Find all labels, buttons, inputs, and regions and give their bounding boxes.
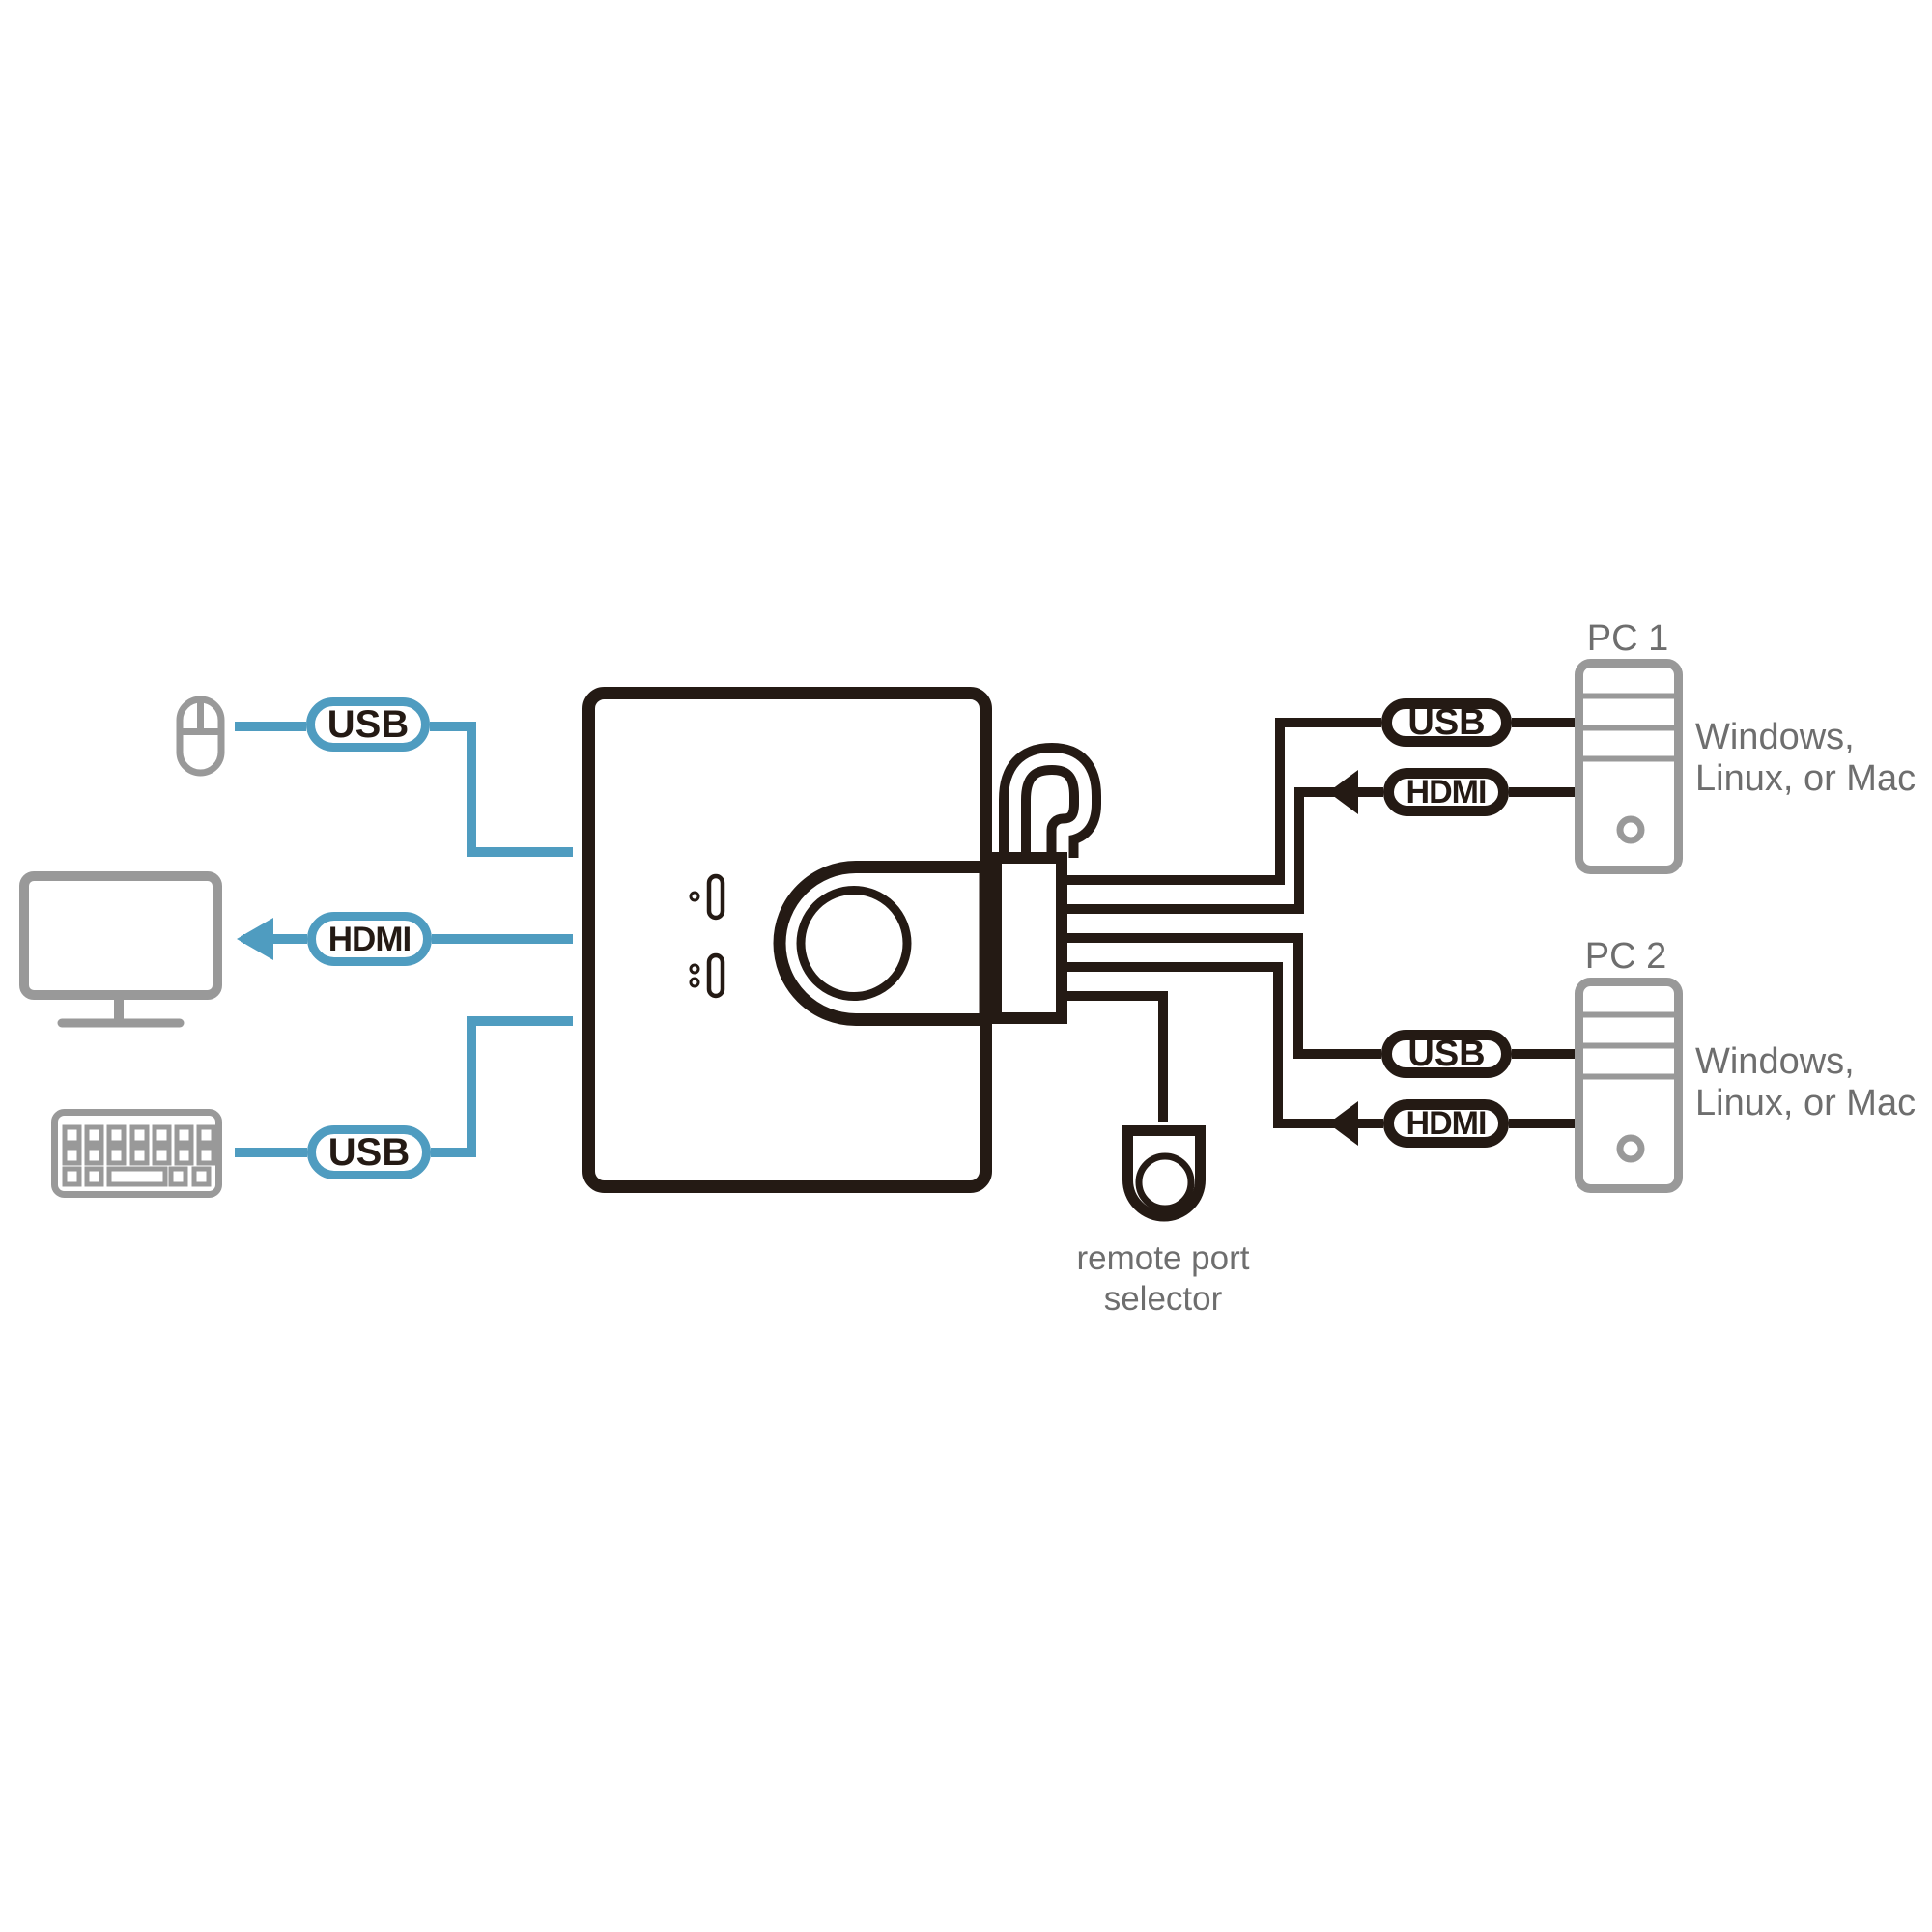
pc2-power-button-icon: [1616, 1134, 1645, 1163]
port1-led-icon: [706, 873, 725, 921]
pc2-os-line2: Linux, or Mac: [1695, 1083, 1917, 1123]
pc1-usb-pill: USB: [1381, 698, 1512, 747]
cable-clamp-icon: [990, 852, 1067, 1024]
remote-selector-label-line2: selector: [1103, 1280, 1223, 1318]
cable-connector-ring-icon: [796, 886, 912, 1001]
hdmi-arrow-pc2-icon: [1328, 1101, 1358, 1146]
pc1-os-line2: Linux, or Mac: [1695, 758, 1917, 799]
pc1-hdmi-cable: [1067, 787, 1383, 914]
pc1-tower-icon: [1575, 659, 1683, 874]
pc1-title: PC 1: [1586, 618, 1669, 659]
hdmi-arrow-monitor-icon: [237, 918, 273, 960]
pc1-power-button-icon: [1616, 815, 1645, 844]
pc2-hdmi-cable: [1067, 962, 1383, 1128]
cable-loop-icon: [999, 743, 1101, 858]
port2-dot2-icon: [689, 977, 700, 988]
keyboard-usb-cable-to-switch: [431, 1016, 573, 1157]
pc2-title: PC 2: [1584, 936, 1667, 977]
remote-port-selector-label: remote port selector: [1041, 1238, 1285, 1320]
port1-dot-icon: [689, 891, 700, 902]
remote-port-selector-icon: [1122, 1125, 1206, 1222]
pc2-tower-icon: [1575, 978, 1683, 1193]
port2-dot1-icon: [689, 963, 700, 975]
pc2-hdmi-pill: HDMI: [1383, 1099, 1509, 1148]
pc2-os-line1: Windows,: [1695, 1041, 1855, 1082]
pc2-usb-pill: USB: [1381, 1030, 1512, 1078]
kvm-switch-icon: [582, 687, 1101, 1193]
pc1-os-label: Windows, Linux, or Mac: [1695, 717, 1916, 800]
keyboard-icon: [51, 1109, 222, 1198]
pc-towers: [1575, 659, 1683, 1193]
console-devices: [19, 696, 225, 1198]
pc1-os-line1: Windows,: [1695, 717, 1855, 757]
hdmi-arrow-pc1-icon: [1328, 770, 1358, 814]
port2-led-icon: [706, 952, 725, 999]
mouse-usb-pill: USB: [306, 697, 430, 752]
pc1-hdmi-pill: HDMI: [1383, 768, 1509, 816]
pc2-os-label: Windows, Linux, or Mac: [1695, 1041, 1916, 1124]
remote-selector-label-line1: remote port: [1076, 1239, 1250, 1277]
monitor-icon: [19, 871, 222, 1028]
mouse-icon: [176, 696, 225, 777]
port-indicators: [689, 873, 725, 999]
pc1-usb-cable: [1067, 718, 1381, 885]
remote-selector-cable: [1067, 991, 1168, 1122]
mouse-usb-cable-to-switch: [430, 722, 573, 857]
monitor-hdmi-pill: HDMI: [307, 912, 432, 966]
pc2-usb-cable: [1067, 933, 1381, 1059]
keyboard-usb-pill: USB: [307, 1125, 431, 1179]
remote-selector-button-icon: [1135, 1152, 1195, 1212]
